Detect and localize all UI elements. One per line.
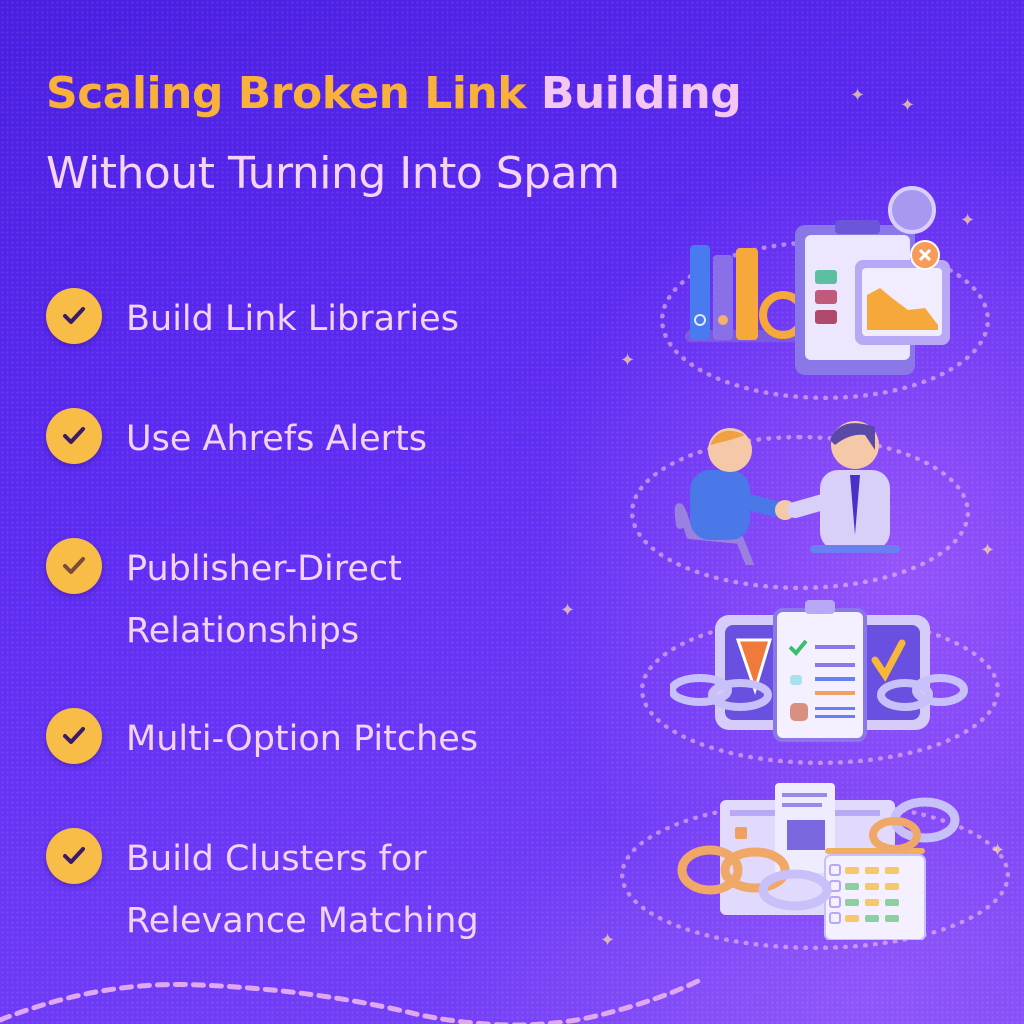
title-highlight: Scaling Broken Link	[46, 68, 527, 119]
list-item: Publisher-Direct Relationships	[46, 538, 402, 662]
page-title: Scaling Broken Link Building	[46, 68, 742, 119]
list-item: Build Clusters for Relevance Matching	[46, 828, 479, 952]
handshake-illustration	[674, 421, 900, 565]
sparkle-icon: ✦	[900, 95, 916, 116]
sparkle-icon: ✦	[850, 85, 866, 106]
library-clipboard-illustration	[685, 186, 950, 375]
list-item-label: Publisher-Direct Relationships	[126, 549, 402, 651]
list-item: Multi-Option Pitches	[46, 708, 478, 770]
sparkle-icon: ✦	[620, 350, 636, 371]
dashed-wave-decoration	[0, 977, 703, 1024]
check-circle-icon	[46, 708, 102, 764]
sparkle-icon: ✦	[960, 210, 976, 231]
list-item-label: Build Clusters for Relevance Matching	[126, 839, 479, 941]
title-secondary: Building	[540, 68, 742, 119]
dotted-ring	[630, 435, 970, 590]
list-item-label: Build Link Libraries	[126, 299, 459, 339]
check-circle-icon	[46, 288, 102, 344]
list-item-label: Use Ahrefs Alerts	[126, 419, 428, 459]
check-circle-icon	[46, 408, 102, 464]
check-circle-icon	[46, 538, 102, 594]
sparkle-icon: ✦	[560, 600, 576, 621]
checklist-chains-illustration	[670, 600, 968, 742]
page-subtitle: Without Turning Into Spam	[46, 148, 620, 199]
check-circle-icon	[46, 828, 102, 884]
sparkle-icon: ✦	[990, 840, 1006, 861]
sparkle-icon: ✦	[600, 930, 616, 951]
list-item: Use Ahrefs Alerts	[46, 408, 427, 470]
documents-calendar-illustration	[677, 783, 960, 940]
list-item: Build Link Libraries	[46, 288, 459, 350]
sparkle-icon: ✦	[980, 540, 996, 561]
list-item-label: Multi-Option Pitches	[126, 719, 479, 759]
